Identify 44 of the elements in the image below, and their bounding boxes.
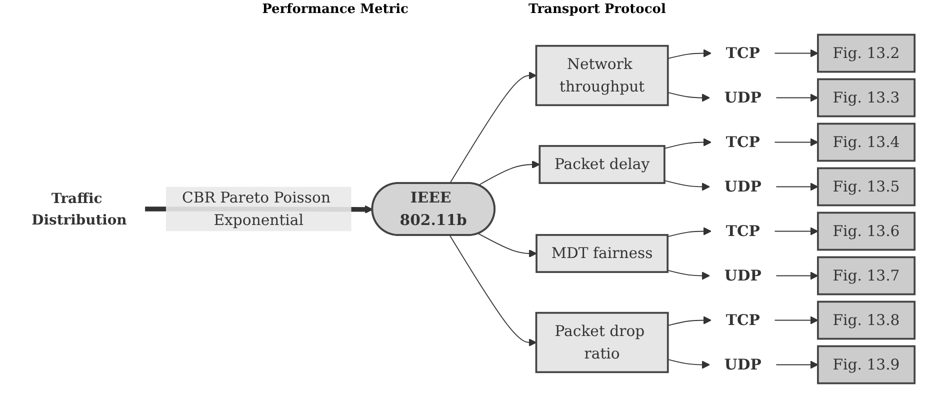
arrow <box>667 316 712 326</box>
arrow <box>664 138 712 149</box>
node-text: UDP <box>724 266 762 284</box>
arrow <box>776 272 818 280</box>
arrow <box>774 49 818 58</box>
column-heading: Transport Protocol <box>528 2 666 19</box>
node-text: UDP <box>724 88 762 106</box>
arrow <box>667 358 710 369</box>
arrow <box>776 182 818 191</box>
arrow <box>774 316 818 324</box>
node-box: Fig. 13.2 <box>817 34 916 73</box>
node-box: Network throughput <box>535 44 669 106</box>
node-box: Packet delay <box>538 145 666 184</box>
arrow <box>776 360 818 369</box>
arrow <box>667 92 710 102</box>
arrow <box>774 227 818 236</box>
node-text: UDP <box>724 177 762 196</box>
arrow <box>667 227 712 238</box>
node-text: TCP <box>726 310 760 329</box>
column-heading: Performance Metric <box>262 2 408 19</box>
node-box: Fig. 13.4 <box>817 122 916 162</box>
arrow <box>664 180 710 191</box>
arrow <box>667 270 710 280</box>
node-box: Fig. 13.5 <box>817 167 916 206</box>
node-text: TCP <box>726 44 760 62</box>
arrow <box>478 160 540 186</box>
arrow <box>774 138 818 146</box>
arrow <box>667 49 712 60</box>
node-box: MDT fairness <box>536 234 669 273</box>
node-box: Fig. 13.6 <box>817 212 916 251</box>
node-text: TCP <box>726 222 760 240</box>
node-text: UDP <box>724 355 762 374</box>
node-box: Fig. 13.3 <box>817 78 916 118</box>
node-box: Packet drop ratio <box>535 312 669 374</box>
arrow <box>776 94 818 102</box>
node-box: Fig. 13.9 <box>817 345 916 384</box>
arrow <box>449 71 537 184</box>
arrow <box>449 234 537 347</box>
node-text: TCP <box>726 132 760 151</box>
node-text: Traffic Distribution <box>32 190 127 228</box>
edge-label: CBR Pareto Poisson Exponential <box>182 188 331 228</box>
node-box: Fig. 13.8 <box>817 300 916 340</box>
arrow <box>478 233 537 258</box>
node-box: Fig. 13.7 <box>817 256 916 296</box>
